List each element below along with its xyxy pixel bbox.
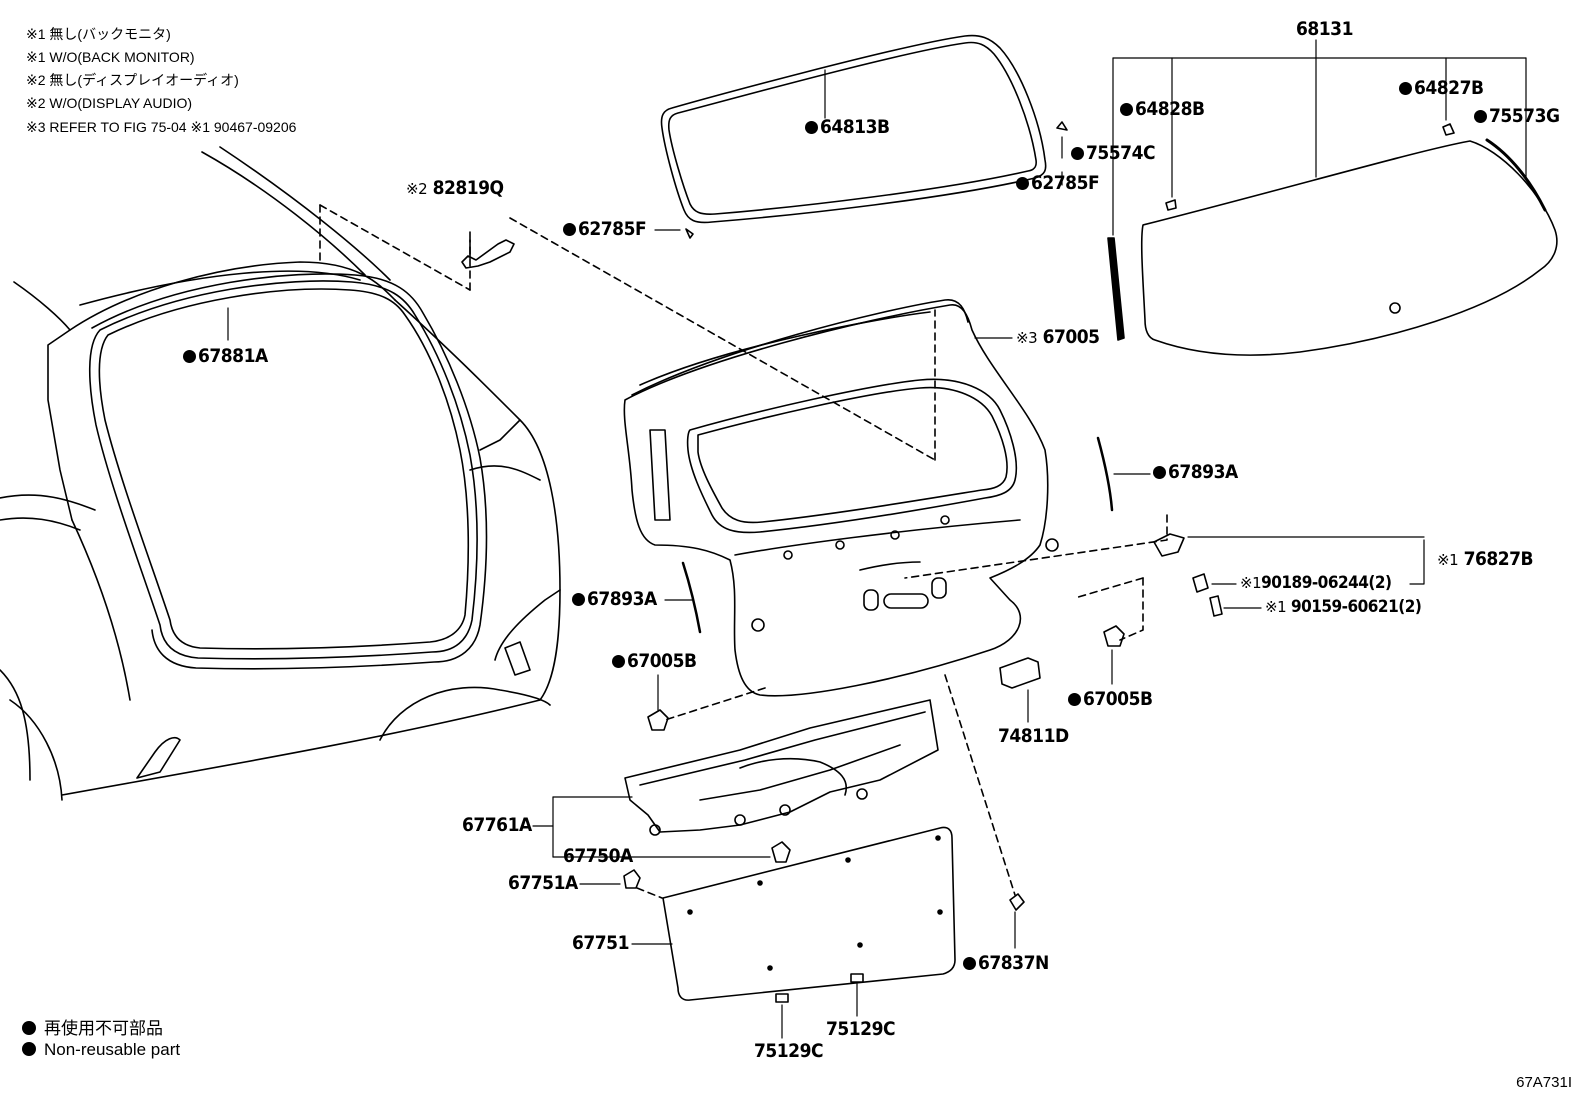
part-75129C-pad-b (850, 973, 864, 983)
label-67005[interactable]: ※3 67005 (1016, 326, 1100, 348)
label-75129C-upper[interactable]: 75129C (826, 1018, 896, 1040)
non-reusable-dot-icon (22, 1042, 36, 1056)
label-76827B[interactable]: ※1 76827B (1437, 548, 1534, 570)
part-67005B-stopper-left (647, 709, 669, 731)
part-64827B-clip (1442, 123, 1455, 136)
legend-en: Non-reusable part (22, 1040, 180, 1060)
leader-lines (227, 39, 1527, 1039)
label-67893A-right[interactable]: 67893A (1153, 461, 1238, 483)
part-67005B-stopper-right (1103, 625, 1125, 647)
non-reusable-dot-icon (572, 593, 585, 606)
label-64827B[interactable]: 64827B (1399, 77, 1484, 99)
part-64813B-seal (660, 34, 1047, 224)
part-75129C-pad-a (775, 993, 789, 1003)
part-67893A-strip-right (1096, 436, 1114, 512)
non-reusable-dot-icon (612, 655, 625, 668)
non-reusable-dot-icon (1474, 110, 1487, 123)
note-1-en: ※1 W/O(BACK MONITOR) (26, 49, 195, 65)
part-67005-back-door (623, 299, 1059, 697)
part-62785F-clip-left (685, 228, 694, 239)
non-reusable-dot-icon (1153, 466, 1166, 479)
label-62785F-right[interactable]: 62785F (1016, 172, 1100, 194)
part-68131-back-glass (1140, 140, 1558, 356)
label-82819Q[interactable]: ※2 82819Q (406, 177, 504, 199)
note-2-jp: ※2 無し(ディスプレイオーディオ) (26, 72, 239, 88)
non-reusable-dot-icon (563, 223, 576, 236)
non-reusable-dot-icon (183, 350, 196, 363)
part-67761A-garnish (624, 699, 939, 836)
label-74811D[interactable]: 74811D (998, 725, 1069, 747)
note-3: ※3 REFER TO FIG 75-04 ※1 90467-09206 (26, 119, 297, 135)
leader-lines-dashed (319, 204, 1168, 899)
non-reusable-dot-icon (1016, 177, 1029, 190)
label-64828B[interactable]: 64828B (1120, 98, 1205, 120)
label-90189-06244[interactable]: ※190189-06244(2) (1240, 573, 1392, 593)
label-67837N[interactable]: 67837N (963, 952, 1049, 974)
part-64828B-clip (1165, 199, 1177, 211)
label-64813B[interactable]: 64813B (805, 116, 890, 138)
label-75574C[interactable]: 75574C (1071, 142, 1156, 164)
legend-jp: 再使用不可部品 (22, 1014, 163, 1039)
label-75573G[interactable]: 75573G (1474, 105, 1560, 127)
part-62785F-clip-right (1056, 121, 1068, 131)
label-90159-60621[interactable]: ※1 90159-60621(2) (1265, 597, 1422, 617)
label-67893A-left[interactable]: 67893A (572, 588, 657, 610)
part-74811D-cover (999, 657, 1041, 689)
part-67837N-clip (1009, 893, 1025, 911)
label-68131[interactable]: 68131 (1296, 18, 1353, 40)
non-reusable-dot-icon (805, 121, 818, 134)
part-75574C-strip (1107, 237, 1125, 341)
figure-code: 67A731I (1516, 1074, 1572, 1091)
label-67750A[interactable]: 67750A (563, 845, 633, 867)
car-body-rear (0, 146, 561, 801)
label-67761A[interactable]: 67761A (462, 814, 532, 836)
label-62785F-left[interactable]: 62785F (563, 218, 647, 240)
note-1-jp: ※1 無し(バックモニタ) (26, 26, 171, 42)
label-67751[interactable]: 67751 (572, 932, 629, 954)
part-67893A-strip-left (681, 561, 702, 634)
label-67005B-left[interactable]: 67005B (612, 650, 697, 672)
part-67751-board (662, 826, 956, 1001)
non-reusable-dot-icon (963, 957, 976, 970)
note-2-en: ※2 W/O(DISPLAY AUDIO) (26, 95, 193, 111)
part-75573G-strip (1485, 138, 1547, 212)
part-82819Q-bracket (461, 231, 515, 269)
part-76827B-bracket (1153, 533, 1223, 617)
non-reusable-dot-icon (1071, 147, 1084, 160)
label-67751A[interactable]: 67751A (508, 872, 578, 894)
label-67881A[interactable]: 67881A (183, 345, 268, 367)
part-67751A-clip (623, 869, 641, 889)
non-reusable-dot-icon (22, 1021, 36, 1035)
label-75129C-lower[interactable]: 75129C (754, 1040, 824, 1062)
non-reusable-dot-icon (1399, 82, 1412, 95)
label-67005B-right[interactable]: 67005B (1068, 688, 1153, 710)
non-reusable-dot-icon (1120, 103, 1133, 116)
part-67750A-clip (771, 841, 791, 863)
non-reusable-dot-icon (1068, 693, 1081, 706)
